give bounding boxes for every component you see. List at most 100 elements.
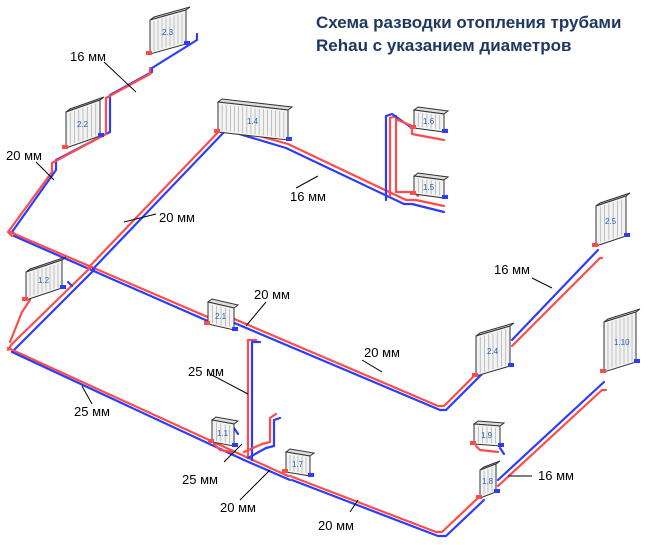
return-valve-icon <box>624 233 630 237</box>
return-valve-icon <box>98 133 104 137</box>
radiator-label: 2.5 <box>605 217 617 226</box>
dimension-label: 16 мм <box>494 262 530 277</box>
return-valve-icon <box>232 443 238 447</box>
return-pipe-21-to-24 <box>230 320 488 412</box>
leader-d20-left <box>35 161 55 181</box>
return-valve-icon <box>308 473 314 477</box>
return-riser-25 <box>250 340 262 462</box>
radiator-label: 1.4 <box>247 117 259 126</box>
dimension-label: 25 мм <box>182 472 218 487</box>
radiator-r21: 2.1 <box>204 298 240 331</box>
radiator-label: 2.1 <box>215 312 227 321</box>
radiators: 2.3 2.2 1.4 1.6 1.5 1.2 2.1 2.5 2.4 1.10 1.1 1.7 1.9… <box>22 6 641 499</box>
supply-pipe-diag-to-21 <box>8 230 212 320</box>
radiator-r23: 2.3 <box>146 6 191 55</box>
return-valve-icon <box>60 285 66 289</box>
return-pipe-mid-loop <box>90 128 446 272</box>
radiator-r24: 2.4 <box>472 322 515 377</box>
leader-d25-left <box>81 385 93 405</box>
return-stub-riser <box>246 416 282 460</box>
supply-pipe-16 <box>396 118 446 142</box>
return-valve-icon <box>498 443 504 447</box>
leader-d25-bottom <box>223 443 243 463</box>
supply-pipe-18-to-110 <box>496 388 608 488</box>
radiator-label: 2.2 <box>77 120 89 129</box>
dimension-label: 20 мм <box>254 287 290 302</box>
radiator-label: 1.9 <box>481 431 493 440</box>
supply-pipe-19 <box>474 444 500 454</box>
supply-valve-icon <box>472 373 478 377</box>
radiator-label: 1.7 <box>292 460 304 469</box>
dimension-label: 20 мм <box>6 148 42 163</box>
supply-pipe-lower-left <box>6 346 290 478</box>
dimension-label: 25 мм <box>188 364 224 379</box>
supply-pipe-bottom <box>288 474 482 534</box>
return-valve-icon <box>442 129 448 133</box>
return-pipe-11 <box>232 426 240 436</box>
supply-valve-icon <box>410 125 416 129</box>
title-line-1: Схема разводки отопления трубами <box>316 13 621 32</box>
radiator-label: 1.8 <box>482 477 494 486</box>
return-pipe-upper-left <box>10 32 199 238</box>
leader-d20-lower <box>245 301 267 327</box>
leader-lines <box>35 61 553 513</box>
dimension-label: 16 мм <box>290 189 326 204</box>
dimension-label: 20 мм <box>318 518 354 533</box>
supply-valve-icon <box>204 321 210 325</box>
supply-valve-icon <box>146 51 152 55</box>
return-valve-icon <box>494 489 500 493</box>
supply-valve-icon <box>208 439 214 443</box>
supply-valve-icon <box>22 297 28 301</box>
radiator-label: 1.1 <box>217 429 229 438</box>
supply-pipe-mid-loop <box>86 124 446 270</box>
dimension-label: 25 мм <box>74 404 110 419</box>
leader-d20-bottom1 <box>239 469 271 501</box>
return-pipe-12 <box>66 280 74 288</box>
return-pipe-lower-left <box>10 350 292 482</box>
return-valve-icon <box>442 195 448 199</box>
return-valve-icon <box>286 137 292 141</box>
supply-valve-icon <box>470 441 476 445</box>
supply-pipe-upper-left <box>6 66 152 238</box>
radiator-r18: 1.8 <box>476 460 501 499</box>
return-pipe-19 <box>498 446 506 456</box>
radiator-r25: 2.5 <box>592 192 631 247</box>
leader-d25-riser <box>209 373 249 395</box>
supply-valve-icon <box>592 243 598 247</box>
supply-valve-icon <box>62 145 68 149</box>
return-pipe-18-to-110 <box>496 380 606 482</box>
radiator-r16: 1.6 <box>410 106 450 133</box>
radiator-r17: 1.7 <box>282 448 316 477</box>
return-valve-icon <box>634 359 640 363</box>
radiator-r15: 1.5 <box>410 172 450 199</box>
return-valve-icon <box>232 327 238 331</box>
leader-d16-right <box>531 277 553 289</box>
leader-d20-center <box>123 213 157 223</box>
radiator-r110: 1.10 <box>600 308 641 373</box>
dimension-label: 16 мм <box>70 49 106 64</box>
dimension-label: 20 мм <box>159 210 195 225</box>
title-line-2: Rehau с указанием диаметров <box>316 36 571 55</box>
radiator-r22: 2.2 <box>62 96 105 149</box>
supply-pipe-24-to-25 <box>510 256 604 348</box>
radiator-label: 1.10 <box>614 338 630 347</box>
supply-pipe-11 <box>212 442 234 454</box>
dimension-labels: 16 мм 20 мм 20 мм 16 мм 16 мм 20 мм 20 м… <box>6 49 574 533</box>
return-pipe-24-to-25 <box>510 248 600 342</box>
leader-d16-top <box>103 61 137 93</box>
supply-valve-icon <box>600 369 606 373</box>
radiator-r11: 1.1 <box>208 416 240 447</box>
dimension-label: 20 мм <box>364 345 400 360</box>
radiator-label: 2.3 <box>162 28 174 37</box>
leader-d20-bottom2 <box>349 499 359 513</box>
radiator-label: 2.4 <box>487 347 499 356</box>
radiator-r12: 1.2 <box>22 256 67 301</box>
radiator-label: 1.5 <box>423 183 435 192</box>
radiator-label: 1.6 <box>423 117 435 126</box>
radiator-label: 1.2 <box>38 276 50 285</box>
return-valve-icon <box>184 41 190 45</box>
radiator-r19: 1.9 <box>470 420 506 447</box>
supply-valve-icon <box>214 129 220 133</box>
supply-valve-icon <box>282 469 288 473</box>
